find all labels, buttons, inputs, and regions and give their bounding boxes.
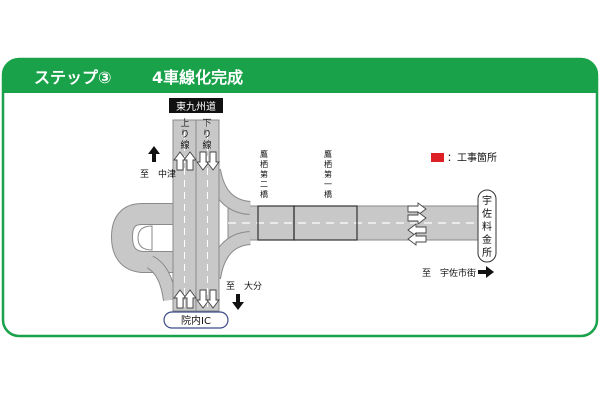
interchange-box: [163, 311, 229, 329]
header-bar: [3, 59, 597, 93]
bridge2-char: 栖: [260, 159, 268, 169]
tollgate-label: 宇 佐 料 金 所: [482, 194, 492, 259]
bridge2-char: 鷹: [260, 149, 268, 159]
tollgate-char: 金: [482, 233, 492, 246]
step-label: ステップ③: [34, 68, 112, 87]
arrow-down: [206, 151, 220, 171]
south-arrow-icon: [232, 294, 244, 310]
arrow-right: [407, 211, 427, 225]
down-line-char: 線: [202, 139, 211, 151]
arrow-up: [173, 151, 187, 171]
lane-arrows: [173, 151, 427, 309]
up-line-char: り: [180, 129, 189, 140]
bridge1-char: 栖: [324, 159, 332, 169]
up-line-char: 線: [180, 139, 189, 151]
tollgate-char: 料: [482, 220, 492, 233]
up-line-char: 上: [180, 118, 189, 129]
loop-inner: [137, 225, 153, 251]
construction-legend-swatch: [431, 153, 444, 162]
to-oita-label: 至 大分: [226, 280, 262, 292]
north-arrow-icon: [148, 146, 160, 162]
bridge1-char: 一: [324, 180, 332, 189]
arrow-left: [407, 223, 427, 237]
tollgate-char: 宇: [482, 194, 492, 207]
to-nakatsu-label: 至 中津: [140, 168, 176, 180]
down-line-char: り: [202, 129, 211, 140]
arrow-down: [196, 151, 210, 171]
bridge1-char: 橋: [324, 189, 332, 199]
expressway-label: 東九州道: [176, 100, 216, 113]
construction-legend-label: ：工事箇所: [447, 151, 497, 164]
interchange-label: 院内IC: [181, 314, 211, 327]
arrow-up: [173, 289, 187, 309]
panel-frame: [1, 57, 599, 338]
bridge1-char: 鷹: [324, 149, 332, 159]
arrow-up: [183, 289, 197, 309]
bridge2-char: 第: [260, 169, 268, 179]
step-title: 4車線化完成: [152, 68, 243, 87]
tollgate-char: 所: [482, 247, 492, 259]
down-line-char: 下: [202, 119, 211, 129]
east-arrow-icon: [478, 266, 494, 278]
bridge2-char: 橋: [260, 189, 268, 199]
arrow-down: [206, 289, 220, 309]
bridge2-char: 二: [260, 180, 268, 189]
bridge1-label: 鷹 栖 第 一 橋: [324, 149, 332, 199]
arrow-right: [407, 202, 427, 216]
tollgate-char: 佐: [482, 208, 492, 220]
arrow-down: [196, 289, 210, 309]
tollgate-box: [477, 189, 497, 263]
up-line-label: 上 り 線: [180, 118, 189, 151]
expressway-tag: [169, 98, 223, 113]
bridge1-char: 第: [324, 169, 332, 179]
to-usa-label: 至 宇佐市街: [422, 267, 476, 279]
bridge1-box: [293, 205, 358, 241]
bridge2-label: 鷹 栖 第 二 橋: [260, 149, 268, 199]
arrow-up: [183, 151, 197, 171]
down-line-label: 下 り 線: [202, 119, 211, 151]
arrow-left: [407, 232, 427, 246]
